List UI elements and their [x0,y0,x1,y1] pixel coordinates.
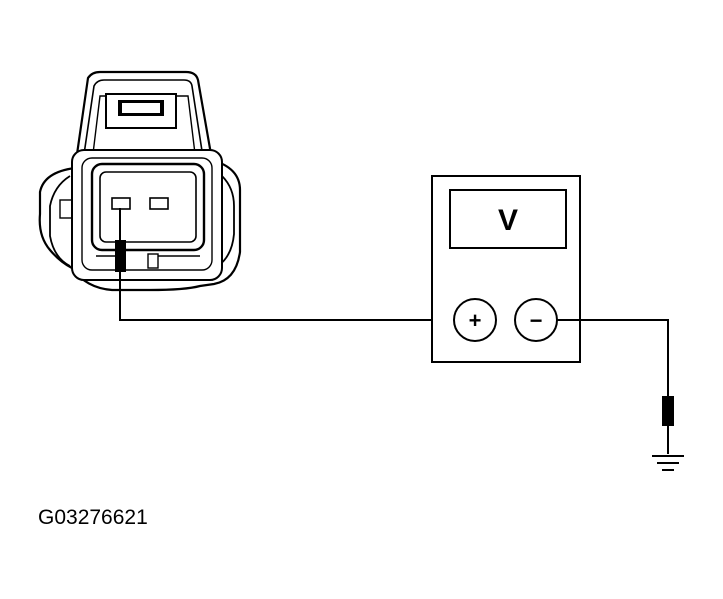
positive-terminal [453,298,497,342]
positive-lead-wire [119,272,457,321]
positive-terminal-label: + [469,308,482,333]
negative-terminal-label: − [530,308,543,333]
negative-lead-wire [557,319,669,396]
meter-display [449,189,567,249]
meter-display-label: V [498,204,518,237]
figure-id: G03276621 [38,506,148,529]
positive-probe [115,208,126,272]
negative-probe [662,396,674,426]
sensor-connector [38,70,242,292]
voltmeter: V + − [431,175,581,363]
ground-icon [652,455,684,471]
